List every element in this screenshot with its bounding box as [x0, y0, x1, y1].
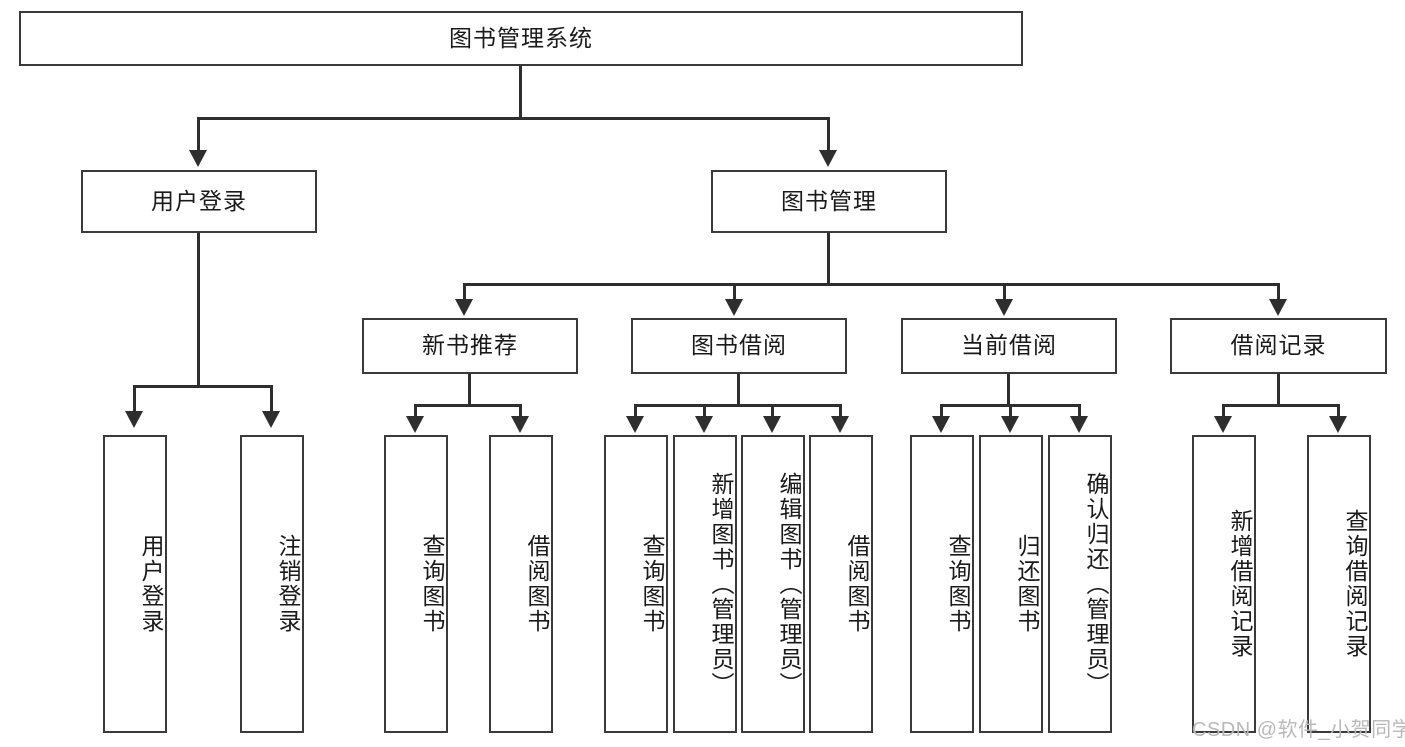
node-label: 查询借阅记录 [1342, 509, 1368, 659]
node-label: 借阅记录 [1230, 332, 1327, 359]
node-label: 新增图书（管理员） [708, 471, 734, 697]
node-book-borrow[interactable]: 图书借阅 [631, 318, 847, 374]
edge-user-login-stem [197, 233, 200, 385]
edge-current-borrow-stem [1007, 374, 1010, 404]
edge-drop-edit-book [771, 404, 774, 418]
edge-user-login-bus [133, 385, 272, 388]
node-label: 借阅图书 [524, 534, 550, 634]
node-label: 借阅图书 [844, 534, 870, 634]
edge-root-stem [519, 66, 522, 117]
leaf-query-book-3[interactable]: 查询图书 [910, 435, 974, 733]
edge-level1-bus [197, 117, 830, 120]
arrowhead-leaf-user-login [125, 411, 143, 428]
edge-level3-bus [463, 283, 1280, 286]
edge-drop-leaf-logout [270, 385, 273, 413]
leaf-add-book[interactable]: 新增图书（管理员） [673, 435, 737, 733]
leaf-query-book-2[interactable]: 查询图书 [604, 435, 668, 733]
arrowhead-return-book [1001, 416, 1019, 433]
edge-drop-current-borrow [1003, 283, 1006, 301]
node-label: 注销登录 [275, 534, 301, 634]
node-label: 用户登录 [138, 534, 164, 634]
edge-drop-query-book-1 [414, 404, 417, 418]
node-user-login[interactable]: 用户登录 [81, 170, 317, 233]
edge-drop-return-book [1009, 404, 1012, 418]
node-label: 归还图书 [1014, 534, 1040, 634]
edge-book-borrow-stem [737, 374, 740, 404]
arrowhead-edit-book [763, 416, 781, 433]
arrowhead-borrow-book-1 [511, 416, 529, 433]
arrowhead-add-borrow-record [1214, 416, 1232, 433]
arrowhead-add-book [695, 416, 713, 433]
node-label: 查询图书 [639, 534, 665, 634]
edge-new-book-recommend-stem [468, 374, 471, 404]
edge-borrow-record-bus [1222, 404, 1340, 407]
edge-drop-add-book [703, 404, 706, 418]
edge-book-management-stem [827, 233, 830, 283]
edge-drop-book-borrow [733, 283, 736, 301]
leaf-borrow-book-1[interactable]: 借阅图书 [489, 435, 553, 733]
node-label: 编辑图书（管理员） [776, 471, 802, 697]
leaf-query-borrow-record[interactable]: 查询借阅记录 [1307, 435, 1371, 733]
node-new-book-recommend[interactable]: 新书推荐 [362, 318, 578, 374]
arrowhead-borrow-book-2 [831, 416, 849, 433]
edge-drop-borrow-record [1277, 283, 1280, 301]
node-label: 图书借阅 [691, 332, 787, 359]
arrowhead-query-book-3 [932, 416, 950, 433]
edge-drop-borrow-book-2 [839, 404, 842, 418]
arrowhead-confirm-return [1070, 416, 1088, 433]
edge-drop-query-book-2 [634, 404, 637, 418]
arrowhead-query-borrow-record [1329, 416, 1347, 433]
node-label: 当前借阅 [961, 332, 1057, 359]
node-label: 新增借阅记录 [1227, 509, 1253, 659]
node-root-system[interactable]: 图书管理系统 [19, 11, 1023, 66]
edge-drop-leaf-user-login [133, 385, 136, 413]
leaf-query-book-1[interactable]: 查询图书 [384, 435, 448, 733]
arrowhead-book-borrow [725, 299, 743, 316]
csdn-watermark: CSDN @软件_小贺同学 [1192, 719, 1405, 741]
leaf-add-borrow-record[interactable]: 新增借阅记录 [1192, 435, 1256, 733]
leaf-borrow-book-2[interactable]: 借阅图书 [809, 435, 873, 733]
node-label: 确认归还（管理员） [1083, 471, 1109, 697]
arrowhead-query-book-2 [626, 416, 644, 433]
node-book-management[interactable]: 图书管理 [711, 170, 947, 233]
edge-drop-book-management [827, 117, 830, 153]
arrowhead-user-login [189, 150, 207, 167]
arrowhead-query-book-1 [406, 416, 424, 433]
leaf-edit-book[interactable]: 编辑图书（管理员） [741, 435, 805, 733]
edge-drop-confirm-return [1078, 404, 1081, 418]
arrowhead-leaf-logout [262, 411, 280, 428]
edge-drop-add-borrow-record [1222, 404, 1225, 418]
node-label: 图书管理 [781, 187, 877, 214]
edge-drop-borrow-book-1 [519, 404, 522, 418]
arrowhead-book-management [819, 150, 837, 167]
arrowhead-current-borrow [995, 299, 1013, 316]
node-borrow-record[interactable]: 借阅记录 [1170, 318, 1387, 374]
node-label: 用户登录 [151, 187, 247, 214]
edge-new-book-recommend-bus [414, 404, 522, 407]
edge-drop-query-borrow-record [1337, 404, 1340, 418]
arrowhead-new-book-recommend [455, 299, 473, 316]
leaf-user-login[interactable]: 用户登录 [103, 435, 167, 733]
edge-drop-query-book-3 [940, 404, 943, 418]
leaf-logout-login[interactable]: 注销登录 [240, 435, 304, 733]
edge-borrow-record-stem [1277, 374, 1280, 404]
edge-book-borrow-bus [634, 404, 842, 407]
leaf-confirm-return[interactable]: 确认归还（管理员） [1048, 435, 1112, 733]
node-label: 图书管理系统 [449, 24, 593, 51]
node-label: 新书推荐 [422, 332, 518, 359]
arrowhead-borrow-record [1269, 299, 1287, 316]
node-label: 查询图书 [945, 534, 971, 634]
node-label: 查询图书 [419, 534, 445, 634]
node-current-borrow[interactable]: 当前借阅 [901, 318, 1117, 374]
leaf-return-book[interactable]: 归还图书 [979, 435, 1043, 733]
edge-drop-new-book-recommend [463, 283, 466, 301]
edge-drop-user-login [197, 117, 200, 153]
